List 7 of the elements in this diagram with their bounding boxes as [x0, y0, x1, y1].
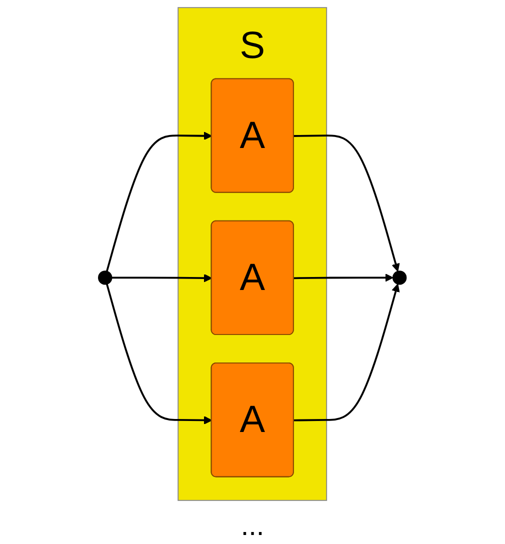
arrow [106, 284, 212, 424]
ellipsis-note: ... [240, 510, 264, 542]
arrow [106, 132, 212, 272]
arrow [294, 284, 400, 422]
arrow [112, 274, 212, 282]
arrow [294, 134, 400, 272]
arrow [294, 274, 394, 282]
